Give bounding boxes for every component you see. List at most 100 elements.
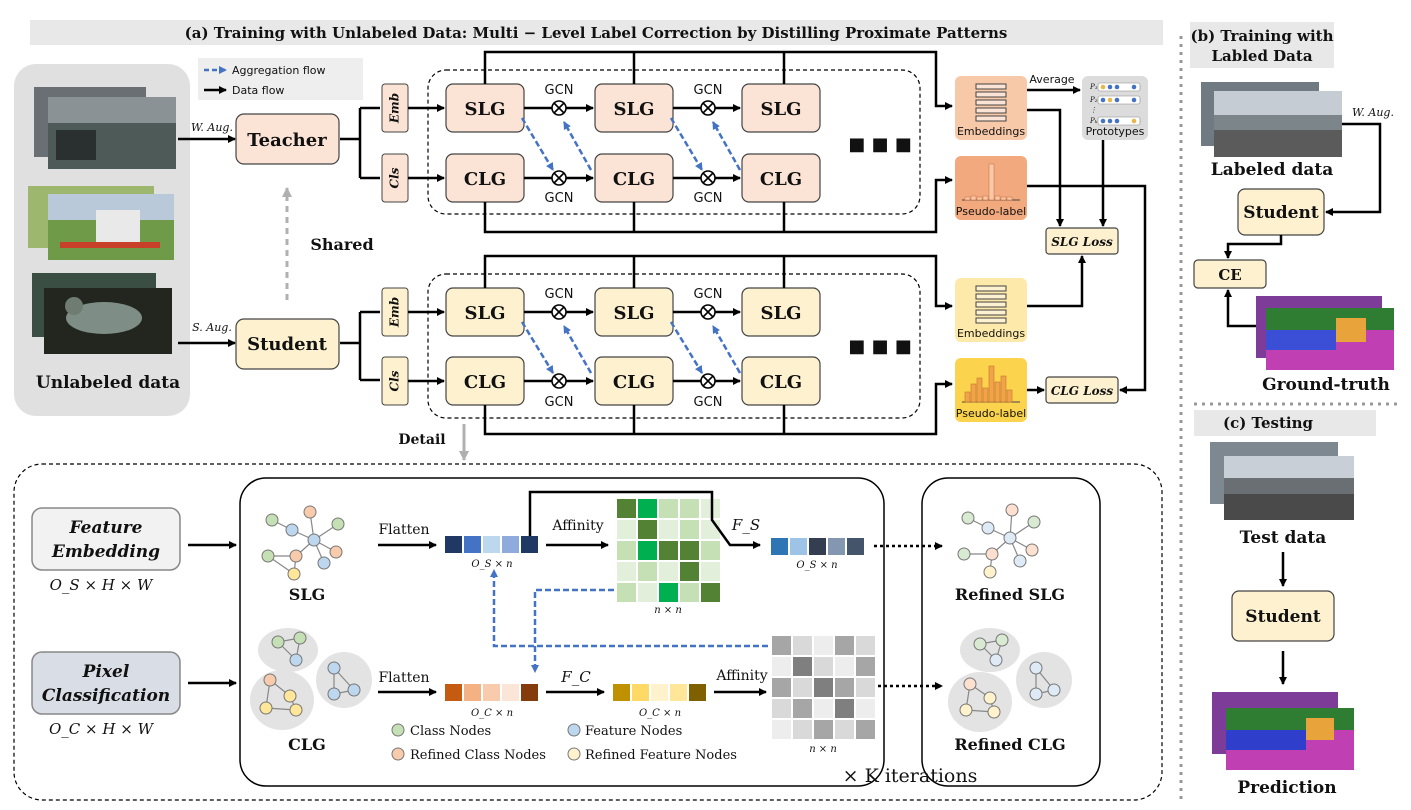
prediction-image [1212,692,1354,770]
slg-loss-label: SLG Loss [1051,235,1113,249]
teacher-emb-label: Emb [388,93,402,124]
student-emb-label: Emb [388,297,402,328]
student-embeddings-card: Embeddings [955,278,1027,342]
svg-text:Prototypes: Prototypes [1086,125,1145,138]
detail-label: Detail [398,432,445,448]
os-n-label-out: O_S × n [796,560,837,571]
unlabeled-data-label: Unlabeled data [36,373,180,393]
svg-text:Pₖ: Pₖ [1089,117,1098,125]
panel-a-header-bar [30,20,1163,45]
clg-detail-label: CLG [288,735,326,754]
student-pseudo-label-bars [964,365,1013,403]
aggregation-flow-legend-label: Aggregation flow [232,64,325,77]
teacher-cls-label: Cls [388,167,402,188]
slg-loss-box [1045,227,1119,255]
gcn-operator-icon [551,373,567,389]
student-pseudolabel-bus [483,380,953,436]
pixel-classification-box [31,651,181,715]
svg-text:P₂: P₂ [1089,96,1098,104]
test-data-image [1210,442,1354,520]
teacher-aggregation-arrows [520,117,742,171]
svg-text:⋮: ⋮ [1090,106,1097,114]
refined-class-node-legend-icon [391,747,405,761]
clg-to-slg-aggregation [490,569,768,648]
panel-b-header-bar [1190,22,1334,68]
student-clg-row: CLG CLG CLG [445,356,821,406]
teacher-ellipsis: ■ ■ ■ [848,134,912,155]
gcn-operator-icon [700,304,716,320]
svg-text:Feature: Feature [69,518,143,538]
svg-text:SLG: SLG [464,99,505,120]
class-nodes-legend-label: Class Nodes [410,724,491,739]
slg-affinity-matrix [617,499,720,602]
strong-aug-label: S. Aug. [192,321,232,334]
n-n-label-slg: n × n [654,605,682,616]
gcn-label: GCN [545,83,574,98]
gcn-operator-icon [551,100,567,116]
panel-c-header-bar [1194,410,1376,436]
ce-loss-label: CE [1218,266,1241,284]
refined-clg-label: Refined CLG [954,735,1065,754]
feature-nodes-legend-label: Feature Nodes [585,724,682,739]
refined-graphs-panel [921,477,1101,787]
student-graph-block [427,273,921,419]
class-node-legend-icon [391,723,405,737]
svg-text:SLG: SLG [760,303,801,324]
detail-panel [13,463,1163,801]
unlabeled-image-street [34,87,176,169]
svg-text:CLG: CLG [760,372,802,393]
weak-aug-label: W. Aug. [191,121,233,134]
refined-clg-icon [948,628,1072,732]
teacher-pseudolabel-bus [483,176,953,234]
pixel-dims-label: O_C × H × W [49,720,155,738]
student-cls-label: Cls [388,370,402,391]
prototypes-card: P₁ P₂ ⋮ Pₖ Prototypes [1082,76,1148,140]
slg-to-clg-aggregation [531,588,614,673]
slg-node-box [741,83,821,133]
svg-text:Pseudo-label: Pseudo-label [956,205,1026,218]
teacher-embedding-bus [483,50,953,110]
gcn-label: GCN [694,395,723,410]
fc-output-vector [613,684,706,701]
panel-b-header-line2: Labled Data [1211,47,1312,65]
feature-node-legend-icon [567,723,581,737]
teacher-embeddings-card: Embeddings [955,76,1027,140]
clg-graph-icon [250,628,372,730]
teacher-graph-block [427,69,921,215]
svg-text:SLG: SLG [613,303,654,324]
refined-slg-label: Refined SLG [955,585,1065,604]
svg-text:Embeddings: Embeddings [957,125,1025,138]
clg-node-box [741,356,821,406]
svg-text:Embedding: Embedding [51,542,160,562]
clg-node-box [741,153,821,203]
unlabeled-image-horse [28,186,174,260]
gcn-label: GCN [545,395,574,410]
unlabeled-image-pigeon [32,273,172,354]
refined-class-nodes-legend-label: Refined Class Nodes [410,748,546,763]
student-embedding-bus [483,254,953,310]
teacher-slg-row: SLG SLG SLG [445,83,821,133]
oc-n-label: O_C × n [471,708,513,719]
ground-truth-image [1256,296,1394,370]
iterations-label: × K iterations [843,765,978,787]
svg-text:CLG: CLG [464,372,506,393]
prediction-label: Prediction [1237,778,1336,798]
os-vector [445,536,538,553]
slg-graph-icon [261,505,345,581]
feature-embedding-box [31,507,181,571]
svg-text:P₁: P₁ [1089,83,1098,91]
panel-b-student-label: Student [1243,203,1319,223]
flatten-label-clg: Flatten [378,670,429,686]
oc-n-label-out: O_C × n [639,708,681,719]
oc-vector [445,684,538,701]
average-label: Average [1029,73,1074,86]
panel-b-weak-aug: W. Aug. [1352,106,1394,119]
svg-text:SLG: SLG [464,303,505,324]
clg-affinity-matrix [772,636,875,739]
svg-text:Classification: Classification [42,686,170,706]
panel-a-header: (a) Training with Unlabeled Data: Multi … [185,24,1008,42]
data-flow-legend-label: Data flow [232,84,284,97]
fc-label: F_C [560,668,591,686]
refined-feature-nodes-legend-label: Refined Feature Nodes [585,748,737,763]
